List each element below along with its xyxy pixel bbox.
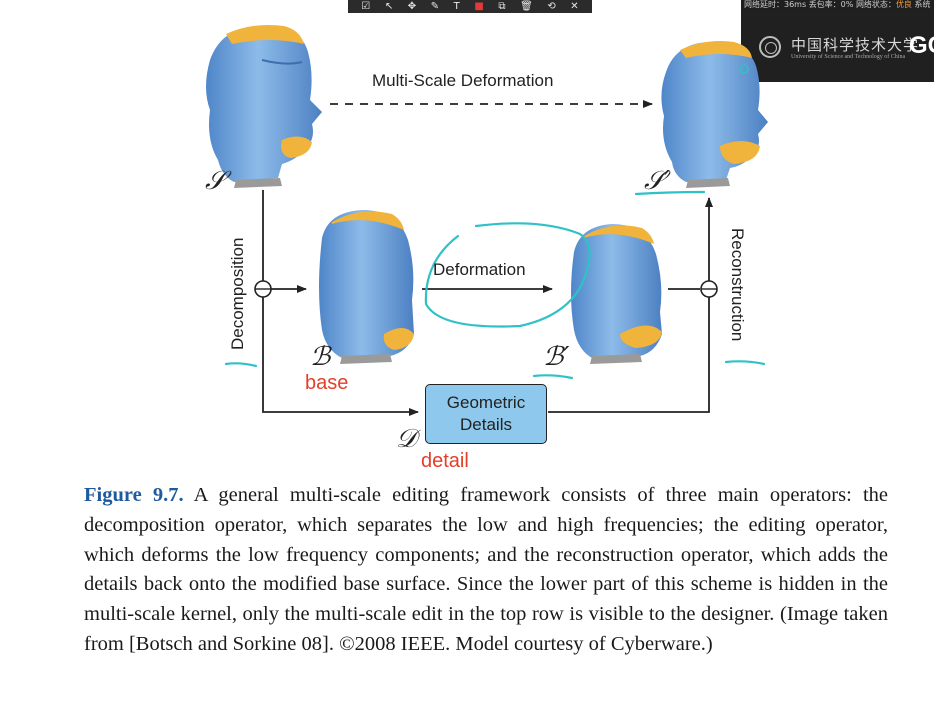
head-model-s xyxy=(206,25,322,188)
color-icon[interactable]: ■ xyxy=(474,1,484,12)
details-path-arrow xyxy=(262,190,419,416)
network-status-bar: 网络延时：36ms 丢包率：0% 网络状态：优良 系统 xyxy=(741,0,934,10)
annotation-detail: detail xyxy=(421,450,469,472)
latency-text: 网络延时：36ms xyxy=(744,0,807,9)
loss-text: 丢包率：0% xyxy=(808,0,854,9)
symbol-s-prime: 𝒮′ xyxy=(644,166,671,196)
multiscale-deformation-label: Multi-Scale Deformation xyxy=(372,71,554,90)
beard-patch xyxy=(281,136,312,158)
reconstruction-arrow xyxy=(548,197,713,413)
status-text: 网络状态： xyxy=(855,0,896,9)
screenshot-toolbar: ☑ ↖ ✥ ✎ T ■ ⧉ 🗑 ⟲ ✕ xyxy=(348,0,592,13)
base-shape-b-prime xyxy=(571,224,662,364)
hair-cap xyxy=(680,41,752,58)
cursor-icon[interactable]: ↖ xyxy=(384,1,394,12)
annotation-base: base xyxy=(305,372,349,394)
beard-patch xyxy=(720,141,760,164)
hair-cap xyxy=(226,25,304,44)
caption-text: A general multi-scale editing framework … xyxy=(84,484,888,655)
rotate-icon[interactable]: ⟲ xyxy=(547,1,556,12)
logo-gc-text: GC xyxy=(909,32,934,59)
symbol-b: ℬ xyxy=(310,342,331,372)
reconstruction-label: Reconstruction xyxy=(728,228,747,342)
geometric-details-box: Geometric Details xyxy=(425,384,547,444)
symbol-s: 𝒮 xyxy=(205,166,226,196)
check-icon[interactable]: ☑ xyxy=(361,1,371,12)
head-model-s-prime xyxy=(661,41,768,188)
box-line-1: Geometric xyxy=(446,393,526,412)
caption-figure-label: Figure 9.7. xyxy=(84,484,184,506)
close-icon[interactable]: ✕ xyxy=(570,1,579,12)
base-shape-b xyxy=(319,210,414,364)
deformation-label: Deformation xyxy=(433,260,526,279)
figure-caption: Figure 9.7.A general multi-scale editing… xyxy=(84,481,888,660)
copy-icon[interactable]: ⧉ xyxy=(498,1,506,12)
text-icon[interactable]: T xyxy=(453,1,460,12)
move-icon[interactable]: ✥ xyxy=(407,1,417,12)
trash-icon[interactable]: 🗑 xyxy=(520,1,533,12)
pen-annotations xyxy=(224,64,766,380)
pen-icon[interactable]: ✎ xyxy=(430,1,440,12)
symbol-b-prime: ℬ′ xyxy=(543,342,570,372)
decomposition-label: Decomposition xyxy=(228,237,247,350)
logo-english-name: University of Science and Technology of … xyxy=(791,54,906,60)
logo-chinese-name: 中国科学技术大学 xyxy=(791,36,920,54)
status-value: 优良 xyxy=(895,0,912,9)
box-line-2: Details xyxy=(460,415,512,434)
university-logo: 中国科学技术大学 University of Science and Techn… xyxy=(741,10,934,82)
symbol-d: 𝒟 xyxy=(396,424,417,454)
extra-text: 系统 xyxy=(914,0,931,9)
university-seal-icon xyxy=(759,36,781,58)
